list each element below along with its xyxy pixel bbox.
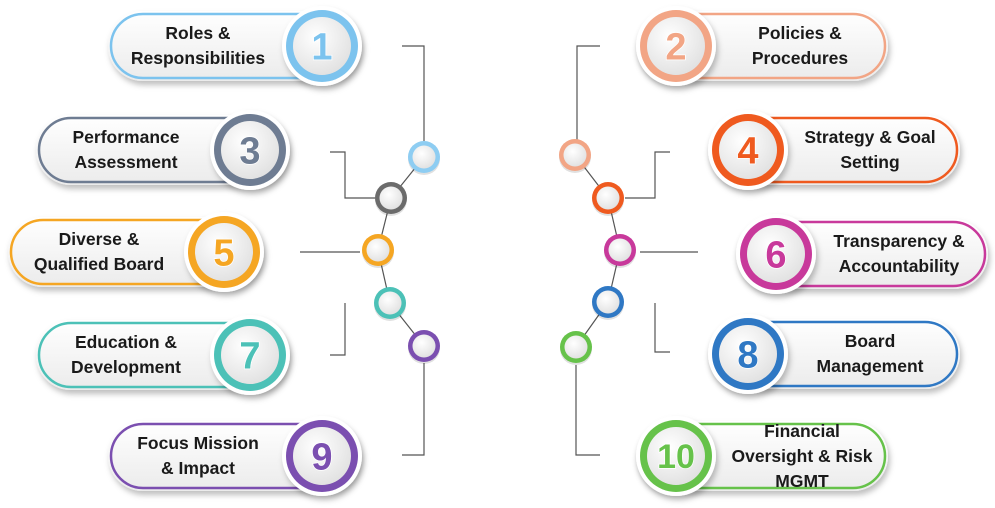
left-chain-node-2 bbox=[375, 182, 407, 216]
connector-line-8 bbox=[654, 303, 670, 353]
right-chain-node-4 bbox=[592, 286, 624, 320]
step-label-10: Financial Oversight & Risk MGMT bbox=[731, 420, 873, 491]
step-label-5: Diverse & Qualified Board bbox=[33, 229, 165, 274]
step-number: 7 bbox=[239, 336, 260, 378]
right-chain-node-2 bbox=[592, 182, 624, 216]
step-number-disc: 3 bbox=[210, 110, 290, 190]
step-number: 4 bbox=[737, 131, 758, 173]
left-chain-node-5 bbox=[408, 330, 440, 364]
step-card-8: 8 bbox=[708, 314, 960, 394]
connector-line-10 bbox=[575, 365, 600, 456]
connector-line-9 bbox=[402, 363, 425, 456]
step-number-disc: 8 bbox=[708, 314, 788, 394]
step-number-disc: 9 bbox=[282, 416, 362, 496]
step-number-disc: 7 bbox=[210, 315, 290, 395]
left-chain-node-3 bbox=[362, 234, 394, 268]
connector-line-4 bbox=[625, 151, 670, 199]
step-number-disc: 4 bbox=[708, 110, 788, 190]
step-number: 2 bbox=[665, 27, 686, 69]
step-label-9: Focus Mission & Impact bbox=[137, 433, 259, 478]
step-number: 8 bbox=[737, 335, 758, 377]
step-card-5: 5 bbox=[8, 212, 264, 292]
right-chain-node-5 bbox=[560, 331, 592, 365]
step-card-9: 9 bbox=[108, 416, 362, 496]
step-number: 1 bbox=[311, 27, 332, 69]
connector-line-7 bbox=[330, 303, 346, 356]
step-card-10: 10 bbox=[636, 416, 888, 496]
step-number: 3 bbox=[239, 131, 260, 173]
step-label-6: Transparency & Accountability bbox=[833, 231, 965, 276]
step-card-2: 2 bbox=[636, 6, 888, 86]
step-label-2: Policies & Procedures bbox=[751, 23, 849, 68]
right-chain-node-1 bbox=[559, 139, 591, 173]
connector-line-1 bbox=[402, 45, 425, 141]
right-chain-node-3 bbox=[604, 234, 636, 268]
connector-line-2 bbox=[576, 45, 600, 140]
left-chain-node-1 bbox=[408, 141, 440, 175]
step-label-4: Strategy & Goal Setting bbox=[804, 127, 936, 172]
step-card-7: 7 bbox=[36, 315, 290, 395]
step-number: 9 bbox=[311, 437, 332, 479]
step-label-7: Education & Development bbox=[71, 332, 181, 377]
step-number-disc: 5 bbox=[184, 212, 264, 292]
step-number: 5 bbox=[213, 233, 234, 275]
step-card-1: 1 bbox=[108, 6, 362, 86]
step-card-6: 6 bbox=[736, 214, 988, 294]
step-number: 10 bbox=[657, 438, 695, 476]
step-number-disc: 6 bbox=[736, 214, 816, 294]
step-number-disc: 10 bbox=[636, 416, 716, 496]
left-chain-node-4 bbox=[374, 287, 406, 321]
step-number-disc: 1 bbox=[282, 6, 362, 86]
step-label-3: Performance Assessment bbox=[72, 127, 180, 172]
step-number-disc: 2 bbox=[636, 6, 716, 86]
step-number: 6 bbox=[765, 235, 786, 277]
step-label-8: Board Management bbox=[816, 331, 924, 376]
step-card-4: 4 bbox=[708, 110, 960, 190]
step-label-1: Roles & Responsibilities bbox=[130, 23, 266, 68]
step-card-3: 3 bbox=[36, 110, 290, 190]
connector-line-3 bbox=[330, 151, 375, 199]
